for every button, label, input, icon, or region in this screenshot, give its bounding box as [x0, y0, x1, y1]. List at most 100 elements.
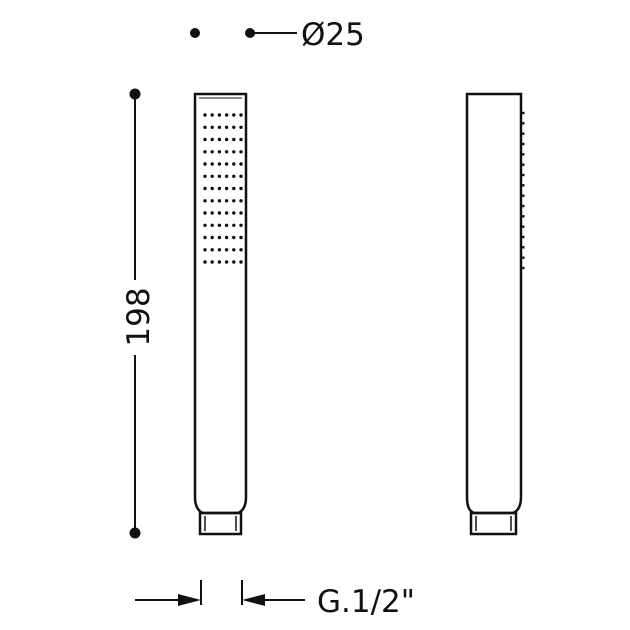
spray-nozzle-dot — [239, 248, 243, 252]
side-nozzle-mark — [522, 132, 525, 135]
side-nozzle-mark — [522, 111, 525, 115]
side-nozzle-mark — [522, 173, 525, 177]
side-nozzle-mark — [522, 246, 525, 249]
spray-nozzle-dot — [224, 150, 229, 154]
spray-nozzle-dot — [239, 125, 243, 129]
spray-nozzle-dot — [224, 211, 229, 215]
thread-arrow-right-head — [242, 594, 265, 606]
spray-nozzle-dot — [203, 162, 207, 166]
spray-nozzle-dot — [232, 125, 236, 129]
spray-nozzle-dot — [217, 199, 222, 203]
side-view — [465, 92, 525, 536]
spray-nozzle-dot — [210, 125, 214, 129]
spray-nozzle-dot — [217, 248, 222, 252]
side-nozzle-mark — [522, 163, 525, 166]
diameter-dimension: Ø25 — [190, 17, 365, 53]
diameter-label: Ø25 — [301, 17, 365, 53]
side-nozzle-mark — [522, 235, 525, 239]
spray-nozzle-dot — [217, 186, 222, 191]
spray-nozzle-dot — [203, 199, 207, 203]
spray-nozzle-dot — [210, 199, 214, 203]
spray-nozzle-dot — [217, 150, 222, 154]
spray-nozzle-dot — [203, 211, 207, 215]
spray-nozzle-dot — [210, 113, 214, 117]
spray-nozzle-dot — [232, 235, 236, 240]
spray-nozzle-dot — [210, 211, 214, 215]
height-label: 198 — [121, 287, 157, 346]
spray-nozzle-dot — [232, 186, 236, 191]
spray-nozzle-dot — [224, 162, 229, 166]
spray-nozzle-dot — [210, 260, 214, 264]
side-view-body — [465, 92, 523, 515]
front-view-body — [193, 92, 248, 515]
spray-nozzle-dot — [217, 211, 222, 215]
spray-nozzle-dot — [239, 223, 243, 227]
spray-nozzle-dot — [224, 186, 229, 191]
spray-nozzle-dot — [239, 150, 243, 154]
spray-nozzle-dot — [239, 199, 243, 203]
spray-nozzle-dot — [239, 260, 243, 264]
spray-nozzle-dot — [203, 113, 207, 117]
spray-nozzle-dot — [232, 211, 236, 215]
spray-nozzle-dot — [232, 150, 236, 154]
side-nozzle-mark — [522, 142, 525, 146]
side-nozzle-row — [522, 111, 525, 270]
spray-nozzle-dot — [217, 137, 222, 142]
spray-nozzle-dot — [217, 125, 222, 129]
spray-nozzle-dot — [232, 137, 236, 142]
side-nozzle-mark — [522, 194, 525, 197]
spray-nozzle-dot — [203, 235, 207, 240]
spray-nozzle-dot — [210, 174, 214, 178]
spray-nozzle-dot — [203, 186, 207, 191]
spray-nozzle-dot — [232, 162, 236, 166]
spray-nozzle-dot — [239, 162, 243, 166]
spray-nozzle-dot — [217, 223, 222, 227]
spray-nozzle-dot — [239, 211, 243, 215]
side-nozzle-mark — [522, 184, 525, 187]
front-view — [193, 92, 248, 536]
thread-label: G.1/2" — [317, 584, 415, 620]
spray-nozzle-dot — [224, 199, 229, 203]
spray-nozzle-dot — [210, 150, 214, 154]
spray-nozzle-dot — [203, 150, 207, 154]
spray-nozzle-dot — [232, 260, 236, 264]
spray-nozzle-dot — [210, 235, 214, 240]
diameter-left-dot — [190, 28, 200, 38]
height-dimension: 198 — [121, 88, 157, 539]
spray-nozzle-dot — [203, 248, 207, 252]
spray-nozzle-dot — [203, 174, 207, 178]
spray-nozzle-dot — [224, 113, 229, 117]
spray-nozzle-dot — [239, 113, 243, 117]
side-nozzle-mark — [522, 256, 525, 259]
spray-nozzle-dot — [239, 186, 243, 191]
side-nozzle-mark — [522, 225, 525, 228]
spray-nozzle-dot — [224, 248, 229, 252]
spray-nozzle-dot — [224, 223, 229, 227]
thread-dimension: G.1/2" — [135, 580, 415, 620]
spray-nozzle-dot — [224, 235, 229, 240]
spray-nozzle-dot — [210, 248, 214, 252]
front-thread-nut — [198, 511, 243, 536]
side-nozzle-mark — [522, 215, 525, 218]
spray-nozzle-dot — [217, 162, 222, 166]
spray-nozzle-dot — [239, 174, 243, 178]
side-nozzle-mark — [522, 153, 525, 156]
spray-nozzle-dot — [232, 199, 236, 203]
spray-nozzle-dot — [217, 174, 222, 178]
front-view-thread-connector — [198, 511, 243, 536]
spray-nozzle-dot — [232, 174, 236, 178]
spray-nozzle-dot — [232, 223, 236, 227]
spray-nozzle-dot — [210, 162, 214, 166]
spray-nozzle-dot — [210, 223, 214, 227]
side-nozzle-mark — [522, 204, 525, 208]
spray-nozzle-dot — [232, 113, 236, 117]
side-nozzle-mark — [522, 266, 525, 270]
thread-arrow-left-head — [178, 594, 201, 606]
side-view-thread-connector — [469, 511, 518, 536]
spray-nozzle-dot — [203, 125, 207, 129]
side-nozzle-mark — [522, 122, 525, 125]
spray-nozzle-dot — [217, 260, 222, 264]
spray-nozzle-dot — [224, 260, 229, 264]
spray-nozzle-dot — [217, 235, 222, 240]
